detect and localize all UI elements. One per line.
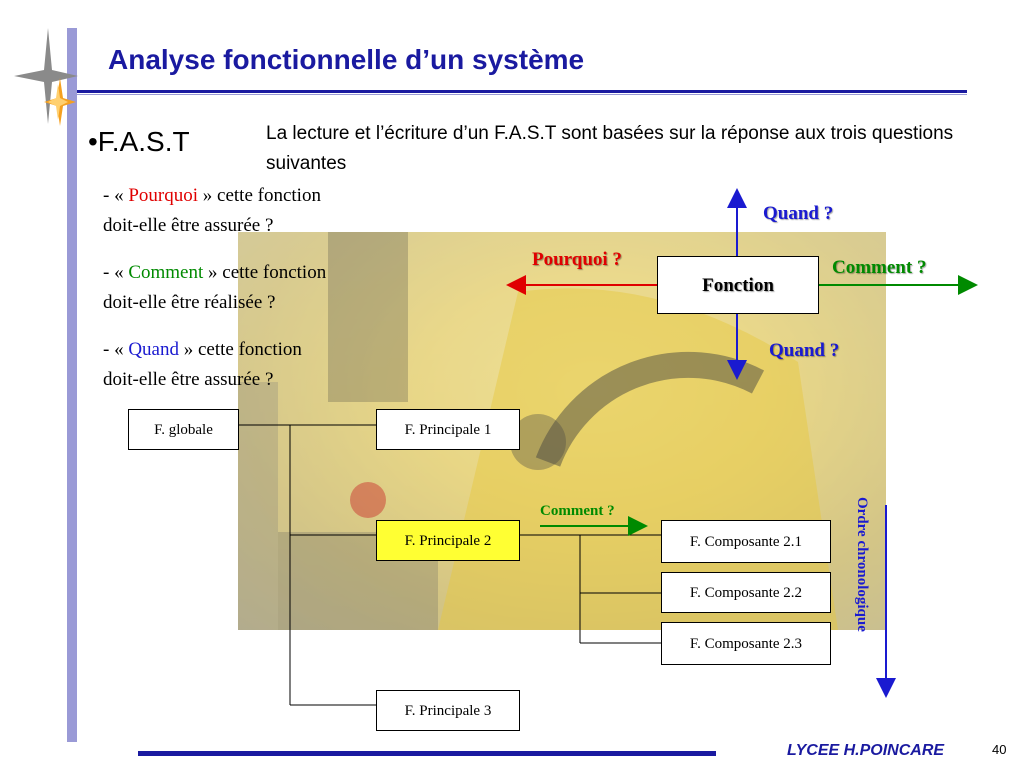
tree-node-principale-3: F. Principale 3 — [376, 690, 520, 731]
question-comment: - « Comment » cette fonction doit-elle ê… — [103, 258, 326, 318]
ordre-chronologique-label: Ordre chronologique — [854, 497, 870, 632]
title-underline — [77, 90, 967, 93]
ordre-chronologique-text: Ordre chronologique — [854, 497, 870, 632]
intro-text: La lecture et l’écriture d’un F.A.S.T so… — [266, 123, 954, 174]
tree-node-principale-1: F. Principale 1 — [376, 409, 520, 450]
question-pourquoi: - « Pourquoi » cette fonction doit-elle … — [103, 181, 321, 241]
label-comment: Comment ? — [832, 257, 927, 278]
fonction-box: Fonction — [657, 256, 819, 314]
label-quand-bottom: Quand ? — [769, 340, 840, 361]
tree-node-composante-2-2: F. Composante 2.2 — [661, 572, 831, 613]
question-keyword-pourquoi: Pourquoi — [128, 185, 199, 206]
page-title: Analyse fonctionnelle d’un système — [108, 44, 585, 75]
footer-school: LYCEE H.POINCARE — [787, 742, 945, 759]
tree-node-composante-2-1: F. Composante 2.1 — [661, 520, 831, 563]
question-prefix: - « — [103, 185, 129, 206]
sidebar-stripe — [67, 28, 77, 742]
question-suffix: » cette fonction — [198, 185, 321, 206]
question-suffix: » cette fonction — [203, 262, 327, 283]
question-keyword-quand: Quand — [128, 339, 179, 360]
question-line2: doit-elle être assurée ? — [103, 369, 274, 390]
question-suffix: » cette fonction — [178, 339, 302, 360]
page-number: 40 — [992, 742, 1007, 757]
label-comment-small: Comment ? — [540, 503, 615, 519]
question-keyword-comment: Comment — [128, 262, 204, 283]
tree-node-principale-2: F. Principale 2 — [376, 520, 520, 561]
question-prefix: - « — [103, 339, 129, 360]
tree-node-globale: F. globale — [128, 409, 239, 450]
label-pourquoi: Pourquoi ? — [532, 249, 622, 270]
question-line2: doit-elle être assurée ? — [103, 215, 274, 236]
question-line2: doit-elle être réalisée ? — [103, 292, 276, 313]
fast-bullet: •F.A.S.T — [88, 126, 190, 157]
title-underline-thin — [77, 94, 967, 95]
tree-node-composante-2-3: F. Composante 2.3 — [661, 622, 831, 665]
question-quand: - « Quand » cette fonction doit-elle êtr… — [103, 335, 302, 395]
label-quand-top: Quand ? — [763, 203, 834, 224]
star-logo-icon — [14, 28, 78, 126]
question-prefix: - « — [103, 262, 129, 283]
footer-line — [138, 751, 716, 756]
